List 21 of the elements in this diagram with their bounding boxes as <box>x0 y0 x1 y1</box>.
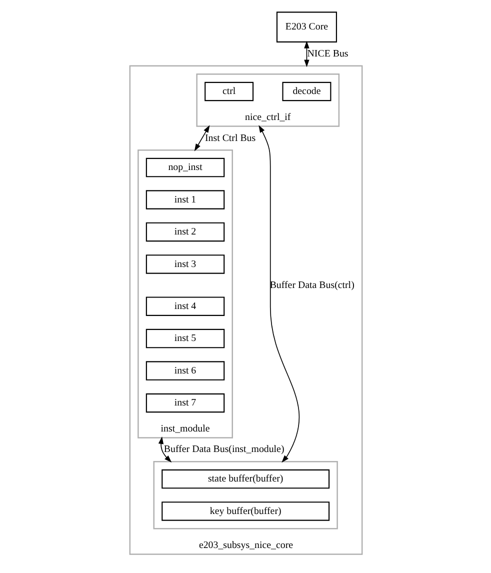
edge-label: Buffer Data Bus(inst_module) <box>163 444 284 456</box>
arrow <box>194 125 210 152</box>
node-box: E203 Core <box>276 12 336 42</box>
node-box: inst 4 <box>145 296 224 316</box>
node-box: decode <box>282 82 331 102</box>
arrow <box>158 436 172 463</box>
node-box: inst 5 <box>145 328 224 348</box>
cluster <box>152 461 338 530</box>
node-box: ctrl <box>204 82 254 102</box>
node-box: nop_inst <box>145 158 224 178</box>
edge-label: Inst Ctrl Bus <box>204 132 256 144</box>
arrow <box>304 40 309 68</box>
edge-label: NICE Bus <box>306 48 348 60</box>
node-box: inst 6 <box>145 361 224 380</box>
node-box: inst 7 <box>145 393 224 413</box>
node-box: inst 1 <box>145 190 224 210</box>
node-box: inst 2 <box>145 222 224 242</box>
node-box: inst 3 <box>145 254 224 274</box>
node-box: key buffer(buffer) <box>161 502 330 521</box>
arrow <box>258 125 300 463</box>
node-box: state buffer(buffer) <box>161 469 330 489</box>
